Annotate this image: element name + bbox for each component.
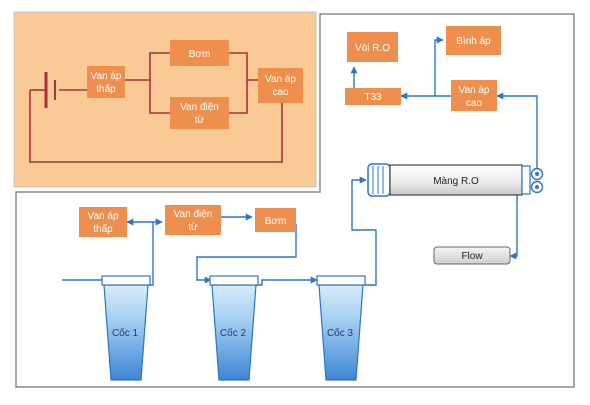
elec-low-valve-label-2: thấp	[96, 83, 116, 95]
elec-low-valve-box: Van áp thấp	[87, 66, 125, 98]
sys-high-valve-label-1: Van áp	[459, 85, 490, 96]
cup-2: Cốc 2	[209, 275, 259, 381]
ro-tap-label: Vòi R.O	[355, 43, 390, 54]
cup-1: Cốc 1	[101, 275, 151, 381]
sys-high-valve-box: Van áp cao	[451, 80, 497, 111]
t33-label: T33	[364, 92, 382, 103]
sys-solenoid-box: Van điện từ	[165, 205, 221, 235]
sys-solenoid-label-1: Van điện	[174, 209, 213, 220]
elec-solenoid-label-2: từ	[195, 115, 205, 126]
cup-2-label: Cốc 2	[220, 327, 247, 339]
flow-label: Flow	[461, 251, 483, 262]
elec-solenoid-box: Van điện từ	[170, 97, 229, 129]
sys-high-valve-label-2: cao	[466, 98, 483, 109]
ro-tap-box: Vòi R.O	[347, 32, 398, 62]
ro-membrane: Màng R.O	[367, 163, 544, 197]
membrane-label: Màng R.O	[433, 176, 479, 187]
sys-solenoid-label-2: từ	[188, 222, 198, 233]
sys-low-valve-label-1: Van áp	[88, 211, 119, 222]
elec-solenoid-label-1: Van điện	[180, 102, 219, 113]
battery-icon	[44, 72, 56, 108]
t33-filter-box: T33	[345, 88, 401, 105]
sys-low-valve-box: Van áp thấp	[79, 207, 127, 237]
sys-low-valve-label-2: thấp	[93, 223, 113, 235]
pressure-tank-box: Bình áp	[446, 26, 501, 55]
cup-1-label: Cốc 1	[112, 327, 139, 339]
elec-low-valve-label-1: Van áp	[91, 71, 122, 82]
cup-3-label: Cốc 3	[327, 327, 354, 339]
flow-restrictor: Flow	[433, 246, 511, 265]
sys-pump-label: Bơm	[265, 216, 287, 227]
cup-3: Cốc 3	[316, 275, 366, 381]
elec-high-valve-label-2: cao	[272, 87, 289, 98]
system-frame	[15, 13, 575, 388]
pressure-tank-label: Bình áp	[456, 36, 491, 47]
electrical-wires	[29, 52, 283, 163]
elec-high-valve-label-1: Van áp	[265, 74, 296, 85]
sys-pump-box: Bơm	[255, 208, 296, 232]
elec-pump-box: Bơm	[170, 40, 229, 66]
elec-pump-label: Bơm	[189, 49, 211, 60]
elec-high-valve-box: Van áp cao	[258, 68, 303, 103]
